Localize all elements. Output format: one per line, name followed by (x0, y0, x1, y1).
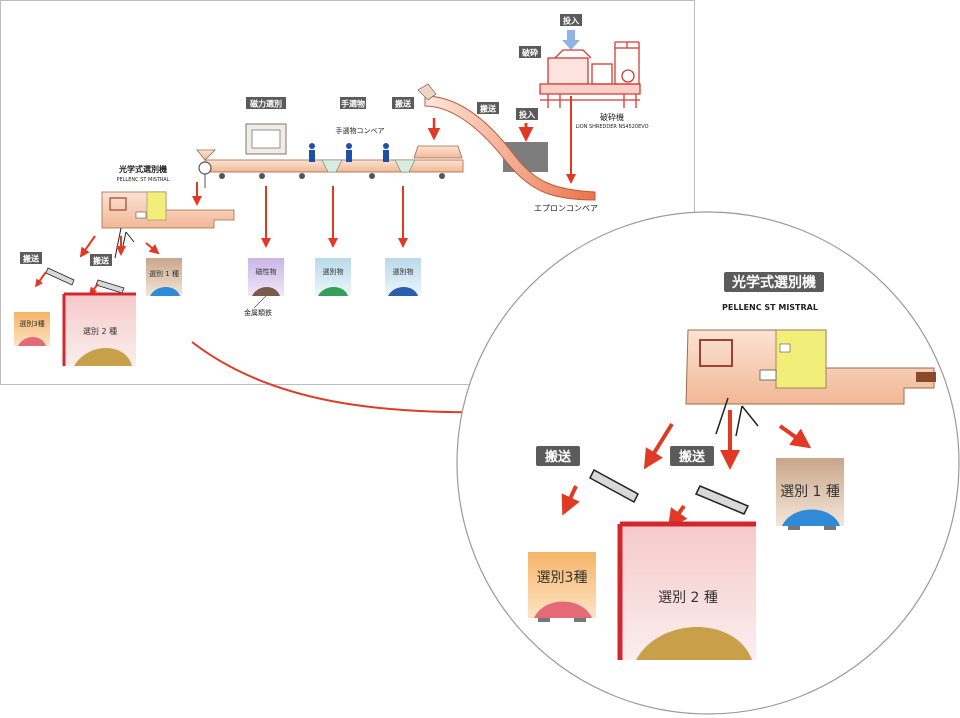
bin-hand-a: 選別物 (315, 258, 351, 296)
bin-sort2-small: 選別 2 種 (62, 292, 136, 366)
optical-sorter-label: 光学式選別機 (118, 164, 167, 174)
hand-sorter-workers (309, 143, 389, 162)
transport-a-label: 搬送 (23, 254, 40, 264)
shredding-label: 破砕 (522, 48, 538, 58)
bin-sort3-large-label: 選別3種 (537, 570, 588, 586)
bin-sort3-large: 選別3種 (528, 552, 596, 622)
hand-sort-conveyor-label: 手選物コンベア (336, 126, 385, 135)
optical-sorter-large (685, 329, 936, 405)
bin-sort1-large-label: 選別 1 種 (780, 484, 840, 500)
bin-sort3-small: 選別3種 (14, 312, 50, 346)
bin-sort1-large: 選別 1 種 (776, 458, 844, 530)
input-down-arrow (562, 30, 580, 50)
magnetic-separator (245, 123, 287, 155)
transport-b-label: 搬送 (93, 256, 110, 266)
apron-conveyor-label: エプロンコンベア (534, 204, 598, 213)
bin-magnetic-label: 磁性物 (256, 267, 277, 276)
bin-hand-b-label: 選別物 (393, 267, 414, 276)
bin-sort2-large: 選別 2 種 (617, 521, 756, 660)
transport-upper-label: 搬送 (480, 104, 497, 114)
bin-magnetic: 磁性物 (248, 258, 284, 296)
bin-sort1-small-label: 選別 1 種 (149, 269, 179, 278)
input-top-label: 投入 (563, 16, 579, 26)
bin-sort1-small: 選別 1 種 (146, 258, 182, 296)
zoom-model: PELLENC ST MISTRAL (722, 303, 818, 312)
shredder-section: 投入 破砕 破砕機 LION SHREDDER NS4520EVO 投入 (503, 14, 649, 184)
shredder-name: 破砕機 (600, 112, 624, 122)
magnetic-sort-label: 磁力選別 (250, 99, 282, 109)
optical-model-label: PELLENC ST MISTRAL (116, 177, 169, 183)
metal-iron-label: 金属類鉄 (244, 308, 272, 317)
zoom-title: 光学式選別機 (731, 274, 816, 291)
bin-hand-a-label: 選別物 (323, 267, 344, 276)
shredder-model: LION SHREDDER NS4520EVO (575, 124, 648, 130)
large-chutes (589, 468, 750, 515)
shredder-machine (539, 41, 641, 108)
bin-sort2-large-label: 選別 2 種 (658, 590, 718, 606)
optical-sorter-small (101, 191, 235, 229)
bin-sort3-small-label: 選別3種 (19, 319, 44, 328)
hand-sort-label: 手選物 (341, 99, 365, 109)
bin-hand-b: 選別物 (385, 258, 421, 296)
zoom-transport-b: 搬送 (679, 449, 706, 465)
apron-conveyor: エプロンコンベア (417, 83, 598, 213)
transfer-hopper (413, 145, 463, 159)
bin-sort2-small-label: 選別 2 種 (83, 326, 117, 336)
input-side-label: 投入 (519, 110, 535, 120)
zoom-transport-a: 搬送 (545, 449, 572, 465)
transport-label: 搬送 (395, 99, 412, 109)
